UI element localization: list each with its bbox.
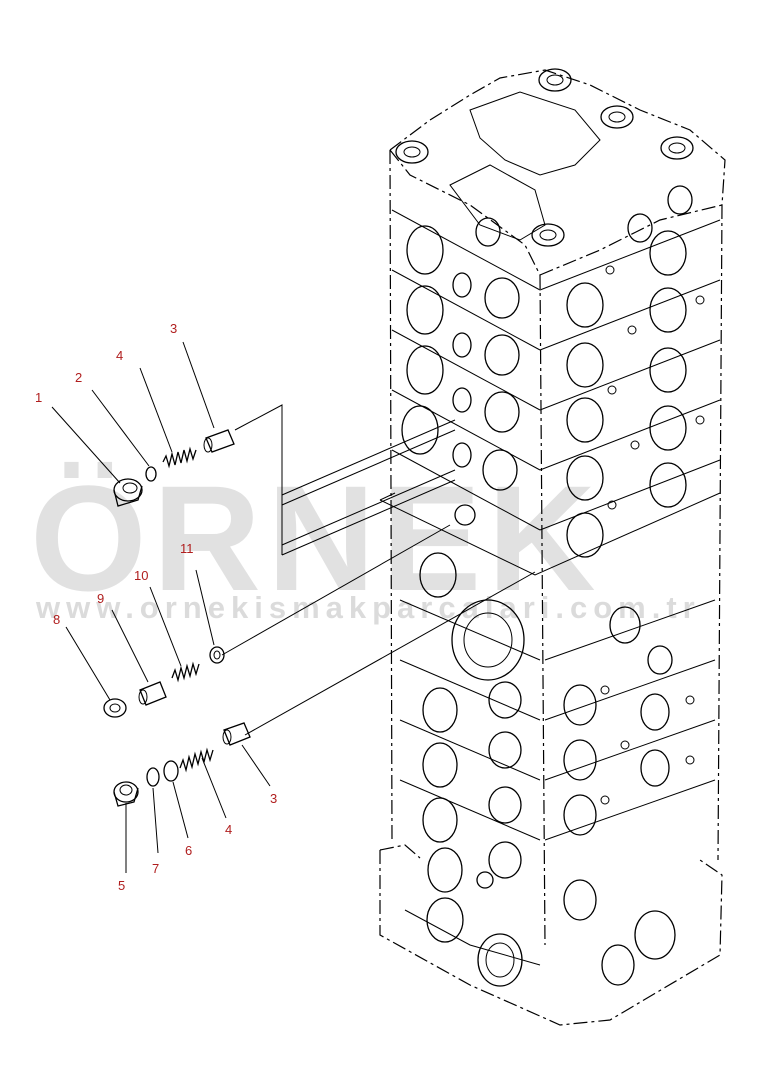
assembly-leader-lines <box>221 404 721 736</box>
control-valve-body <box>379 68 726 1026</box>
left-face-ports <box>401 225 525 893</box>
callout-11: 11 <box>180 541 194 556</box>
callout-9: 9 <box>97 591 104 606</box>
part-10-spring <box>171 661 200 683</box>
part-6-o-ring <box>163 760 179 782</box>
callout-3-lower: 3 <box>270 791 277 806</box>
callout-8: 8 <box>53 612 60 627</box>
part-2-o-ring <box>145 466 157 482</box>
callouts: 1 2 4 3 11 10 9 8 3 4 6 7 5 <box>35 321 277 893</box>
right-face-ports <box>563 230 705 986</box>
callout-6: 6 <box>185 843 192 858</box>
part-11-collar <box>209 646 225 664</box>
part-1-plug <box>113 478 143 507</box>
callout-4: 4 <box>116 348 123 363</box>
top-bolts <box>395 68 694 247</box>
part-3-valve-spool-lower <box>222 722 251 746</box>
part-3-valve-spool <box>203 429 235 453</box>
valve-sections-left <box>391 209 541 841</box>
callout-7: 7 <box>152 861 159 876</box>
callout-1: 1 <box>35 390 42 405</box>
callout-leaders <box>51 341 271 873</box>
callout-4-lower: 4 <box>225 822 232 837</box>
part-5-plug <box>113 781 139 807</box>
callout-10: 10 <box>134 568 148 583</box>
part-4-spring-lower <box>179 747 214 773</box>
part-7-o-ring <box>146 767 160 787</box>
callout-2: 2 <box>75 370 82 385</box>
watermark-url: www.ornekismakparcalari.com.tr <box>35 590 701 625</box>
part-4-spring <box>162 446 197 469</box>
part-9-sleeve <box>138 681 167 706</box>
part-8-nut <box>103 698 127 718</box>
callout-5: 5 <box>118 878 125 893</box>
valve-sections-right <box>539 219 721 841</box>
callout-3: 3 <box>170 321 177 336</box>
